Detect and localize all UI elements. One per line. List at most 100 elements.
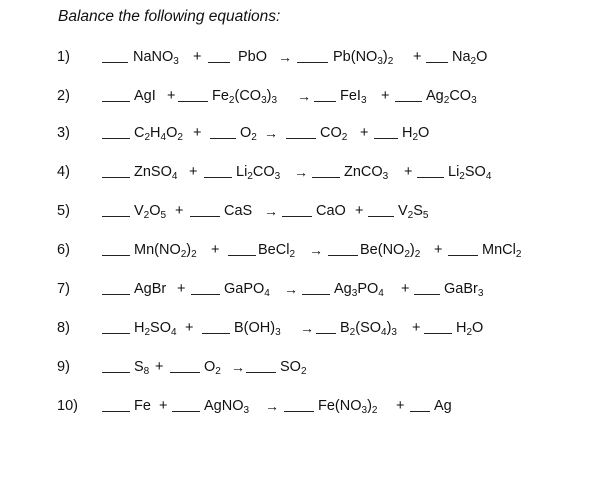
coefficient-blank[interactable]	[424, 333, 452, 334]
coefficient-blank[interactable]	[395, 101, 422, 102]
reaction-arrow-icon: →	[264, 125, 278, 141]
plus-sign: +	[434, 242, 443, 258]
plus-sign: +	[211, 242, 220, 258]
equation-number: 9)	[57, 359, 70, 375]
coefficient-blank[interactable]	[312, 177, 340, 178]
chemical-formula: CO2	[320, 125, 348, 143]
plus-sign: +	[189, 164, 198, 180]
equation-number: 8)	[57, 320, 70, 336]
plus-sign: +	[193, 49, 202, 65]
plus-sign: +	[159, 398, 168, 414]
coefficient-blank[interactable]	[246, 372, 276, 373]
equation-number: 3)	[57, 125, 70, 141]
reaction-arrow-icon: →	[297, 88, 311, 104]
reaction-arrow-icon: →	[294, 164, 308, 180]
chemical-formula: Ag3PO4	[334, 281, 384, 299]
chemical-formula: Pb(NO3)2	[333, 49, 394, 67]
reaction-arrow-icon: →	[278, 49, 292, 65]
coefficient-blank[interactable]	[417, 177, 444, 178]
chemical-formula: V2S5	[398, 203, 429, 221]
reaction-arrow-icon: →	[264, 203, 278, 219]
coefficient-blank[interactable]	[202, 333, 230, 334]
coefficient-blank[interactable]	[170, 372, 200, 373]
chemical-formula: MnCl2	[482, 242, 522, 260]
coefficient-blank[interactable]	[297, 62, 328, 63]
coefficient-blank[interactable]	[102, 177, 130, 178]
coefficient-blank[interactable]	[208, 62, 230, 63]
chemical-formula: B2(SO4)3	[340, 320, 397, 338]
coefficient-blank[interactable]	[102, 255, 130, 256]
chemical-formula: Fe2(CO3)3	[212, 88, 278, 106]
coefficient-blank[interactable]	[190, 216, 220, 217]
coefficient-blank[interactable]	[172, 411, 200, 412]
chemical-formula: NaNO3	[133, 49, 179, 67]
coefficient-blank[interactable]	[328, 255, 358, 256]
reaction-arrow-icon: →	[265, 398, 279, 414]
coefficient-blank[interactable]	[102, 333, 130, 334]
coefficient-blank[interactable]	[210, 138, 236, 139]
plus-sign: +	[413, 49, 422, 65]
plus-sign: +	[167, 88, 176, 104]
chemical-formula: ZnSO4	[134, 164, 178, 182]
chemical-formula: Ag2CO3	[426, 88, 477, 106]
coefficient-blank[interactable]	[282, 216, 312, 217]
chemical-formula: H2SO4	[134, 320, 177, 338]
coefficient-blank[interactable]	[284, 411, 314, 412]
plus-sign: +	[404, 164, 413, 180]
coefficient-blank[interactable]	[414, 294, 440, 295]
chemical-formula: CaS	[224, 203, 253, 219]
reaction-arrow-icon: →	[231, 359, 245, 375]
coefficient-blank[interactable]	[102, 101, 130, 102]
chemical-formula: H2O	[402, 125, 430, 143]
chemical-formula: O2	[204, 359, 221, 377]
plus-sign: +	[401, 281, 410, 297]
chemical-formula: AgI	[134, 88, 156, 104]
coefficient-blank[interactable]	[102, 138, 130, 139]
chemical-formula: H2O	[456, 320, 484, 338]
coefficient-blank[interactable]	[410, 411, 430, 412]
coefficient-blank[interactable]	[178, 101, 208, 102]
coefficient-blank[interactable]	[102, 216, 130, 217]
chemical-formula: S8	[134, 359, 150, 377]
chemical-formula: Mn(NO2)2	[134, 242, 197, 260]
chemical-formula: Li2CO3	[236, 164, 281, 182]
chemical-formula: Ag	[434, 398, 452, 414]
coefficient-blank[interactable]	[102, 62, 128, 63]
coefficient-blank[interactable]	[302, 294, 330, 295]
coefficient-blank[interactable]	[102, 411, 130, 412]
equation-number: 1)	[57, 49, 70, 65]
chemical-formula: Fe	[134, 398, 151, 414]
plus-sign: +	[381, 88, 390, 104]
chemical-formula: ZnCO3	[344, 164, 389, 182]
coefficient-blank[interactable]	[191, 294, 220, 295]
reaction-arrow-icon: →	[300, 320, 314, 336]
chemical-formula: AgNO3	[204, 398, 250, 416]
coefficient-blank[interactable]	[204, 177, 232, 178]
coefficient-blank[interactable]	[228, 255, 256, 256]
coefficient-blank[interactable]	[374, 138, 398, 139]
equation-number: 7)	[57, 281, 70, 297]
plus-sign: +	[193, 125, 202, 141]
equation-number: 5)	[57, 203, 70, 219]
chemical-formula: O2	[240, 125, 257, 143]
coefficient-blank[interactable]	[316, 333, 336, 334]
coefficient-blank[interactable]	[426, 62, 448, 63]
chemical-formula: GaPO4	[224, 281, 270, 299]
chemical-formula: SO2	[280, 359, 307, 377]
coefficient-blank[interactable]	[102, 294, 130, 295]
chemical-formula: Li2SO4	[448, 164, 492, 182]
coefficient-blank[interactable]	[368, 216, 394, 217]
coefficient-blank[interactable]	[102, 372, 130, 373]
equation-number: 10)	[57, 398, 78, 414]
coefficient-blank[interactable]	[286, 138, 316, 139]
coefficient-blank[interactable]	[448, 255, 478, 256]
coefficient-blank[interactable]	[314, 101, 336, 102]
